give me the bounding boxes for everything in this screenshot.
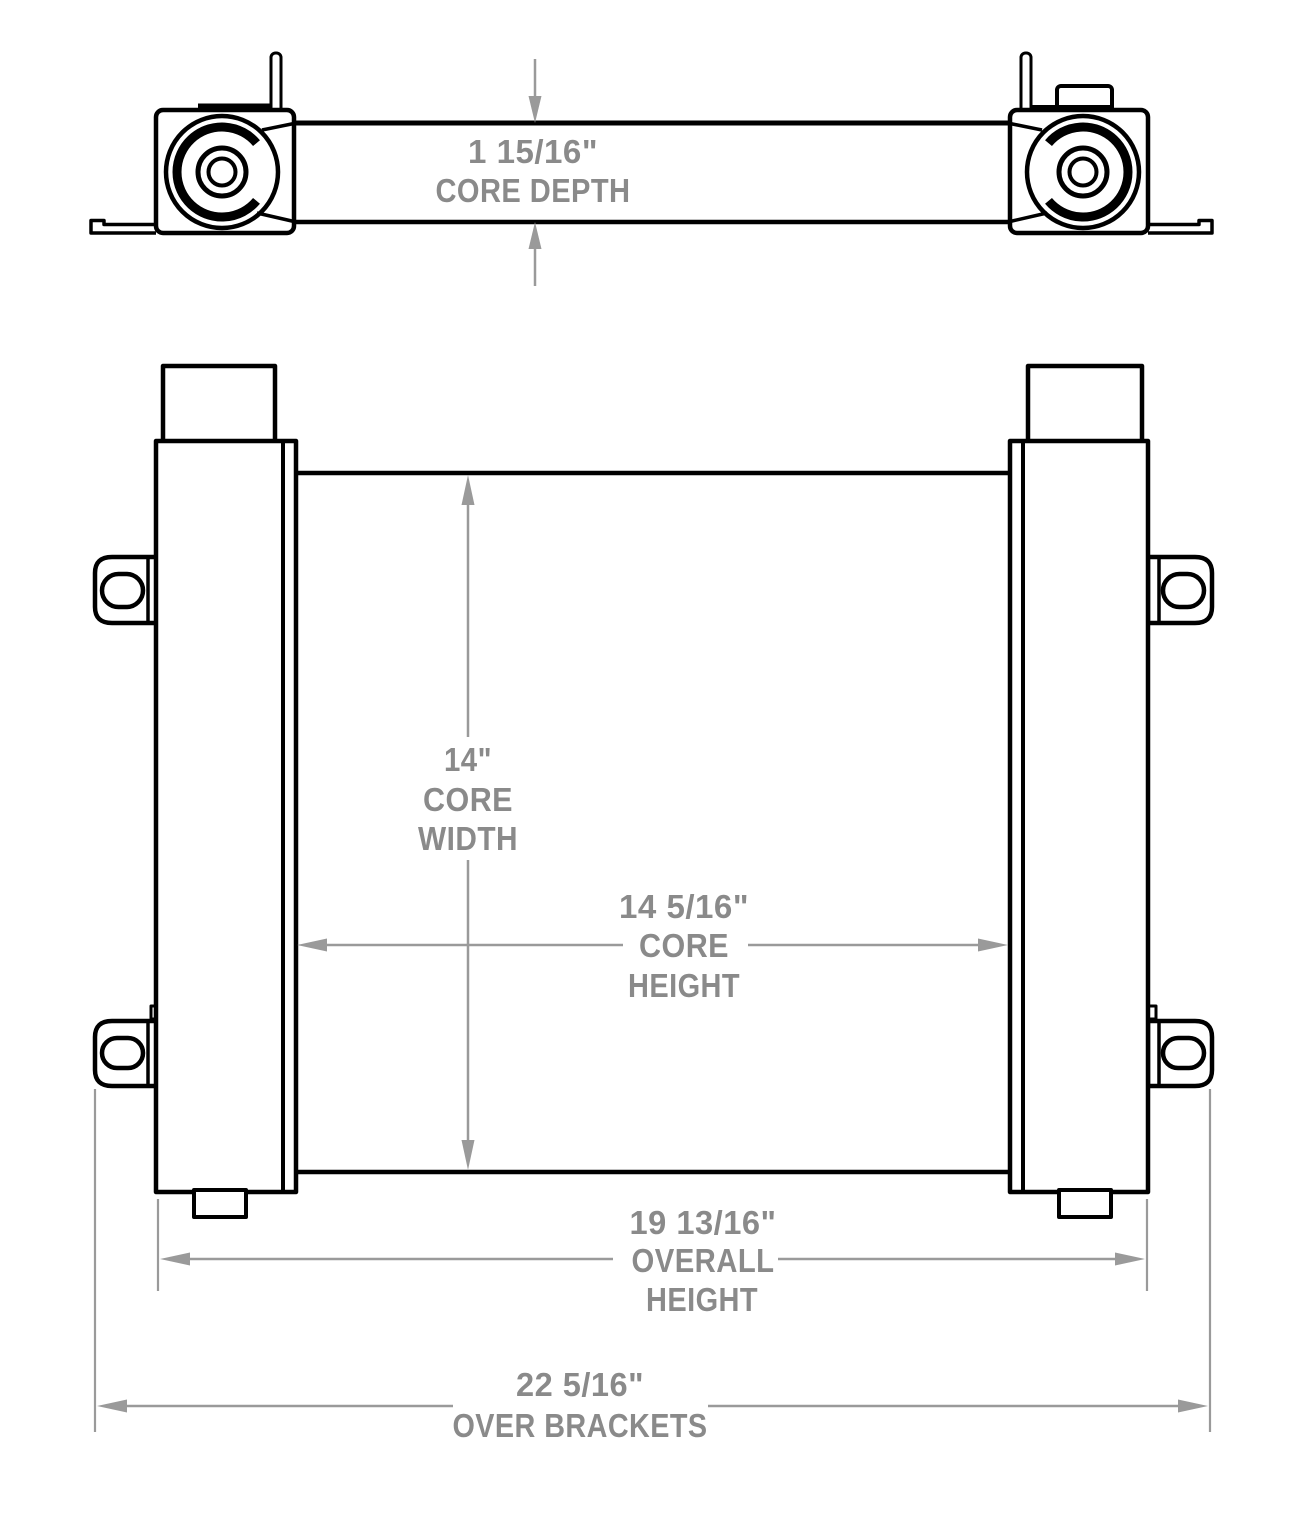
right-bracket-foot: [1148, 218, 1214, 235]
over-brackets-label-text: OVER BRACKETS: [453, 1407, 708, 1444]
core-height-label2-text: HEIGHT: [628, 967, 740, 1004]
left-inlet-port: [160, 363, 278, 446]
right-inlet-port: [1025, 363, 1145, 446]
core-depth-arrow-down: [528, 96, 542, 123]
left-port-circle: [195, 145, 249, 199]
core-width-label2-text: WIDTH: [418, 820, 518, 857]
over-brackets-arrow-right: [1178, 1399, 1208, 1413]
right-tank-body: [1007, 438, 1151, 1195]
core-height-value-text: 14 5/16": [619, 888, 749, 925]
over-brackets-value-text: 22 5/16": [516, 1366, 644, 1403]
overall-height-arrow-left: [160, 1252, 190, 1266]
core: [295, 470, 1010, 1175]
right-bottom-foot: [1057, 1188, 1113, 1219]
left-tank: [153, 438, 299, 1195]
left-bottom-foot: [192, 1188, 248, 1219]
left-fitting-ring: [172, 122, 260, 222]
dimension-over-brackets: 22 5/16" OVER BRACKETS: [93, 1089, 1212, 1444]
mounting-bracket-upper-left: [92, 554, 161, 626]
mounting-bracket-lower-left: [92, 1018, 161, 1089]
right-fitting-edge-bottom: [1009, 211, 1048, 224]
left-tank-body: [153, 438, 299, 1195]
core-depth-arrow-up: [528, 222, 542, 249]
core-width-arrow-up: [461, 475, 475, 505]
right-port-circle: [1056, 145, 1110, 199]
front-view: 14" CORE WIDTH 14 5/16" CORE HEIGHT 19 1…: [92, 363, 1215, 1444]
right-fitting-outer-circle: [1024, 113, 1142, 231]
dimension-core-width: 14" CORE WIDTH: [418, 475, 518, 1170]
mounting-bracket-upper-right: [1145, 554, 1215, 626]
right-fitting-edge-top: [1009, 121, 1043, 132]
core-height-label1-text: CORE: [639, 927, 729, 964]
left-bracket-foot: [89, 218, 156, 235]
right-fitting-ring: [1045, 122, 1133, 222]
overall-height-arrow-right: [1115, 1252, 1145, 1266]
right-tank: [1007, 438, 1151, 1195]
left-fitting-edge-top: [261, 121, 295, 132]
core-depth-label-text: CORE DEPTH: [436, 172, 631, 209]
bracket-slot: [1160, 1035, 1207, 1071]
core-width-label1-text: CORE: [423, 781, 513, 818]
bracket-slot: [99, 1035, 146, 1071]
overall-height-label2-text: HEIGHT: [646, 1281, 758, 1318]
left-fitting-block: [89, 103, 297, 236]
dimension-core-depth: 1 15/16" CORE DEPTH: [436, 59, 631, 286]
right-fitting-block: [1007, 105, 1214, 236]
overall-height-label1-text: OVERALL: [632, 1242, 775, 1279]
over-brackets-arrow-left: [97, 1399, 127, 1413]
dimension-overall-height: 19 13/16" OVERALL HEIGHT: [156, 1199, 1149, 1318]
core-height-arrow-right: [978, 938, 1008, 952]
left-mounting-rod: [269, 51, 283, 117]
dimension-core-height: 14 5/16" CORE HEIGHT: [297, 888, 1008, 1004]
bracket-slot: [1160, 571, 1207, 610]
top-view: 1 15/16" CORE DEPTH: [89, 51, 1214, 286]
core-depth-value-text: 1 15/16": [468, 133, 598, 170]
mounting-bracket-lower-right: [1145, 1018, 1215, 1089]
right-port-bore: [1067, 156, 1099, 188]
left-fitting-edge-bottom: [256, 211, 295, 224]
overall-height-value-text: 19 13/16": [630, 1204, 777, 1241]
left-fitting-outer-circle: [163, 113, 281, 231]
core-width-arrow-down: [461, 1140, 475, 1170]
bracket-slot: [99, 571, 146, 610]
core-width-value-text: 14": [444, 741, 492, 778]
core-height-arrow-left: [297, 938, 327, 952]
left-port-bore: [206, 156, 238, 188]
right-mounting-rod: [1019, 51, 1033, 117]
